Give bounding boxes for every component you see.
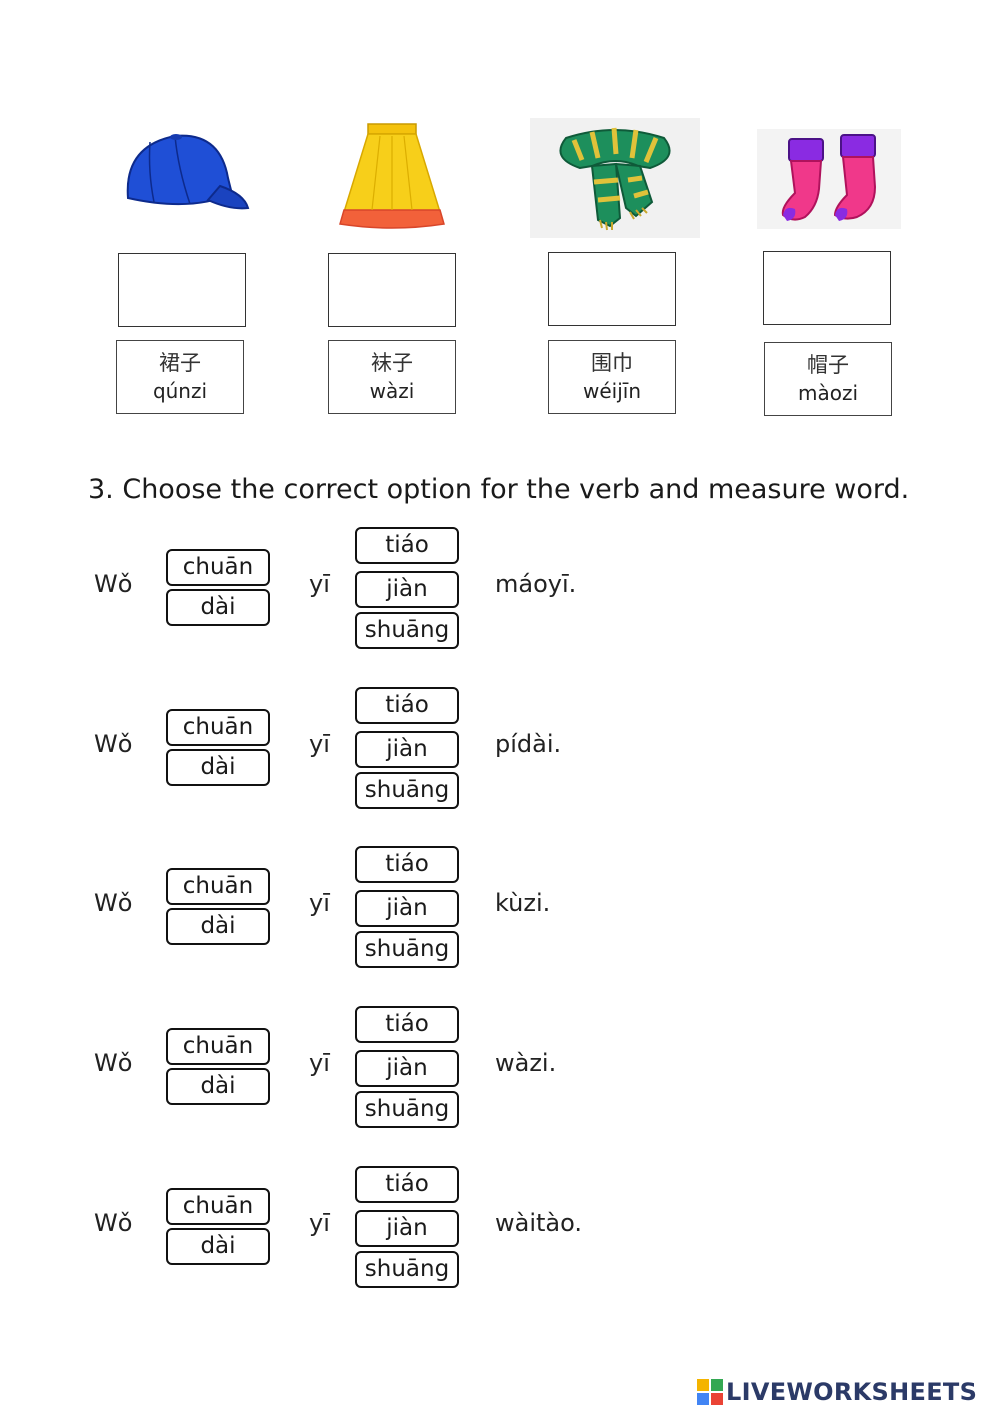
label-hanzi: 围巾 [591, 351, 633, 375]
measure-option-jian[interactable]: jiàn [355, 571, 459, 608]
verb-option-chuan[interactable]: chuān [166, 709, 270, 746]
section3-instruction: 3. Choose the correct option for the ver… [88, 474, 910, 505]
label-pinyin: wéijīn [582, 379, 641, 403]
skirt-image [336, 120, 448, 232]
measure-option-shuang[interactable]: shuāng [355, 612, 459, 649]
sentence-row: Wǒ chuān dài yī tiáo jiàn shuāng wàitào. [0, 1166, 1000, 1296]
object-word: pídài. [495, 730, 562, 758]
label-pinyin: qúnzi [152, 379, 208, 403]
drag-label-weijin[interactable]: 围巾 wéijīn [548, 340, 676, 414]
liveworksheets-logo: LIVEWORKSHEETS [697, 1378, 977, 1406]
measure-option-jian[interactable]: jiàn [355, 1050, 459, 1087]
scarf-image [530, 118, 700, 238]
sentence-row: Wǒ chuān dài yī tiáo jiàn shuāng kùzi. [0, 846, 1000, 976]
object-word: wàitào. [495, 1209, 583, 1237]
label-pinyin: wàzi [369, 379, 415, 403]
measure-option-shuang[interactable]: shuāng [355, 931, 459, 968]
object-word: wàzi. [495, 1049, 557, 1077]
cap-image [120, 128, 250, 214]
number-word: yī [309, 570, 330, 598]
subject-word: Wǒ [94, 1209, 133, 1237]
answer-box-3[interactable] [548, 252, 676, 326]
measure-option-shuang[interactable]: shuāng [355, 772, 459, 809]
object-word: kùzi. [495, 889, 551, 917]
measure-option-jian[interactable]: jiàn [355, 890, 459, 927]
verb-option-dai[interactable]: dài [166, 1228, 270, 1265]
verb-option-dai[interactable]: dài [166, 749, 270, 786]
drag-label-qunzi[interactable]: 裙子 qúnzi [116, 340, 244, 414]
number-word: yī [309, 730, 330, 758]
measure-option-tiao[interactable]: tiáo [355, 1166, 459, 1203]
verb-option-dai[interactable]: dài [166, 1068, 270, 1105]
sentence-row: Wǒ chuān dài yī tiáo jiàn shuāng pídài. [0, 687, 1000, 817]
brand-name: LIVEWORKSHEETS [726, 1378, 978, 1406]
socks-image [757, 129, 901, 229]
baseball-cap-icon [126, 134, 250, 210]
socks-icon [781, 134, 877, 221]
measure-option-tiao[interactable]: tiáo [355, 687, 459, 724]
subject-word: Wǒ [94, 570, 133, 598]
answer-box-1[interactable] [118, 253, 246, 327]
verb-option-chuan[interactable]: chuān [166, 1028, 270, 1065]
verb-option-chuan[interactable]: chuān [166, 549, 270, 586]
object-word: máoyī. [495, 570, 577, 598]
liveworksheets-badge-icon [697, 1379, 723, 1405]
label-hanzi: 袜子 [371, 351, 413, 375]
answer-box-4[interactable] [763, 251, 891, 325]
verb-option-dai[interactable]: dài [166, 589, 270, 626]
verb-option-chuan[interactable]: chuān [166, 868, 270, 905]
skirt-icon [339, 123, 445, 229]
verb-option-chuan[interactable]: chuān [166, 1188, 270, 1225]
measure-option-shuang[interactable]: shuāng [355, 1091, 459, 1128]
measure-option-jian[interactable]: jiàn [355, 1210, 459, 1247]
drag-label-wazi[interactable]: 袜子 wàzi [328, 340, 456, 414]
scarf-icon [559, 127, 671, 231]
measure-option-tiao[interactable]: tiáo [355, 1006, 459, 1043]
sentence-row: Wǒ chuān dài yī tiáo jiàn shuāng wàzi. [0, 1006, 1000, 1136]
measure-option-tiao[interactable]: tiáo [355, 527, 459, 564]
measure-option-shuang[interactable]: shuāng [355, 1251, 459, 1288]
subject-word: Wǒ [94, 1049, 133, 1077]
number-word: yī [309, 1049, 330, 1077]
answer-box-2[interactable] [328, 253, 456, 327]
label-hanzi: 帽子 [807, 353, 849, 377]
sentence-row: Wǒ chuān dài yī tiáo jiàn shuāng máoyī. [0, 527, 1000, 657]
drag-label-maozi[interactable]: 帽子 màozi [764, 342, 892, 416]
subject-word: Wǒ [94, 730, 133, 758]
verb-option-dai[interactable]: dài [166, 908, 270, 945]
measure-option-tiao[interactable]: tiáo [355, 846, 459, 883]
subject-word: Wǒ [94, 889, 133, 917]
label-hanzi: 裙子 [159, 351, 201, 375]
number-word: yī [309, 1209, 330, 1237]
measure-option-jian[interactable]: jiàn [355, 731, 459, 768]
number-word: yī [309, 889, 330, 917]
label-pinyin: màozi [797, 381, 859, 405]
